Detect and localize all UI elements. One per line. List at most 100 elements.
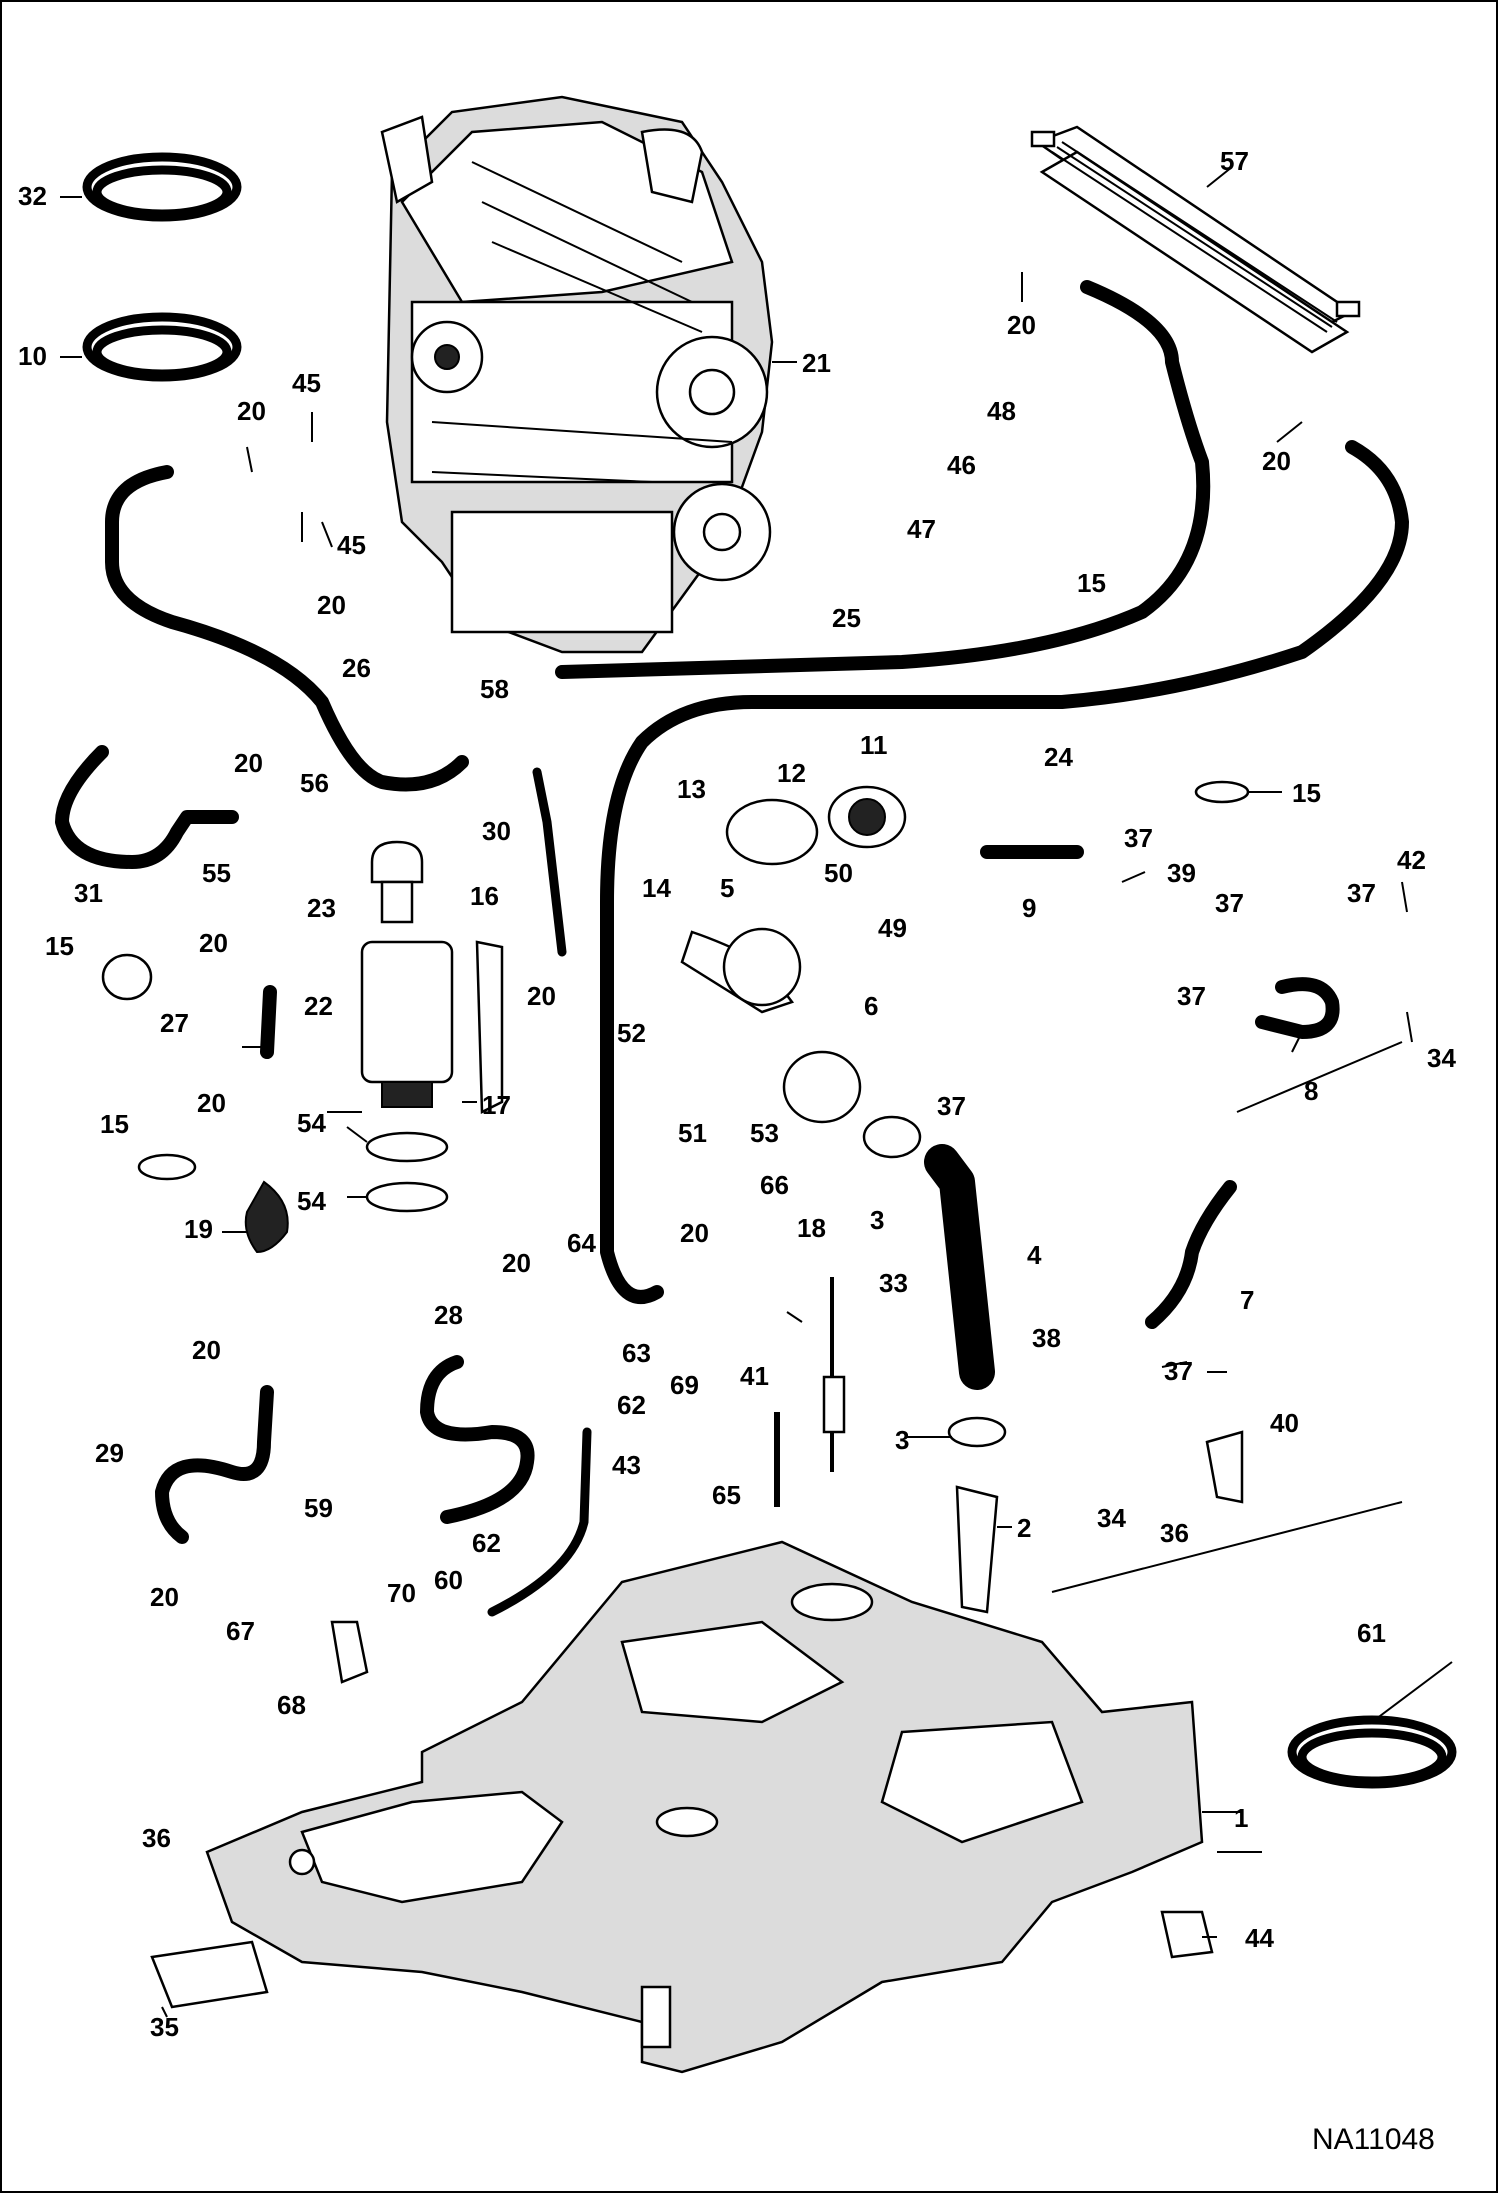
callout-37: 37 (1177, 981, 1206, 1011)
callout-20: 20 (192, 1335, 221, 1365)
callout-39: 39 (1167, 858, 1196, 888)
primer-bulb (244, 1180, 289, 1254)
callout-12: 12 (777, 758, 806, 788)
callout-20: 20 (150, 1582, 179, 1612)
callout-48: 48 (987, 396, 1016, 426)
callout-56: 56 (300, 768, 329, 798)
callout-47: 47 (907, 514, 936, 544)
callout-38: 38 (1032, 1323, 1061, 1353)
callout-42: 42 (1397, 845, 1426, 875)
callout-63: 63 (622, 1338, 651, 1368)
callout-36: 36 (142, 1823, 171, 1853)
fuel-cooler (1030, 125, 1361, 354)
callout-52: 52 (617, 1018, 646, 1048)
callout-14: 14 (642, 873, 671, 903)
sender-assembly (774, 1277, 1007, 1614)
callout-61: 61 (1357, 1618, 1386, 1648)
callout-59: 59 (304, 1493, 333, 1523)
callout-70: 70 (387, 1578, 416, 1608)
callout-41: 41 (740, 1361, 769, 1391)
callout-3: 3 (870, 1205, 884, 1235)
callout-13: 13 (677, 774, 706, 804)
callout-67: 67 (226, 1616, 255, 1646)
callout-69: 69 (670, 1370, 699, 1400)
callout-31: 31 (74, 878, 103, 908)
callout-20: 20 (199, 928, 228, 958)
callout-54: 54 (297, 1108, 326, 1138)
callout-62: 62 (472, 1528, 501, 1558)
callout-11: 11 (860, 730, 888, 760)
drawing-code: NA11048 (1312, 2123, 1435, 2156)
callout-35: 35 (150, 2012, 179, 2042)
callout-37: 37 (1164, 1356, 1193, 1386)
callout-64: 64 (567, 1228, 596, 1258)
callout-36: 36 (1160, 1518, 1189, 1548)
callout-20: 20 (317, 590, 346, 620)
callout-30: 30 (482, 816, 511, 846)
callout-57: 57 (1220, 146, 1249, 176)
callout-5: 5 (720, 873, 734, 903)
callout-37: 37 (937, 1091, 966, 1121)
callout-1: 1 (1234, 1803, 1248, 1833)
fuel-filter (360, 840, 504, 1213)
callout-33: 33 (879, 1268, 908, 1298)
callout-15: 15 (45, 931, 74, 961)
fuel-hoses (55, 280, 1409, 1617)
callout-20: 20 (234, 748, 263, 778)
fuel-tank (205, 1540, 1204, 2074)
callout-6: 6 (864, 991, 878, 1021)
callout-21: 21 (802, 348, 831, 378)
callout-55: 55 (202, 858, 231, 888)
callout-22: 22 (304, 991, 333, 1021)
callout-15: 15 (100, 1109, 129, 1139)
callout-37: 37 (1124, 823, 1153, 853)
callout-49: 49 (878, 913, 907, 943)
brackets (150, 1430, 1244, 2009)
callout-20: 20 (197, 1088, 226, 1118)
callout-10: 10 (18, 341, 47, 371)
callout-15: 15 (1292, 778, 1321, 808)
callout-20: 20 (527, 981, 556, 1011)
callout-45: 45 (292, 368, 321, 398)
callout-50: 50 (824, 858, 853, 888)
callout-32: 32 (18, 181, 47, 211)
callout-68: 68 (277, 1690, 306, 1720)
callout-53: 53 (750, 1118, 779, 1148)
engine (380, 95, 774, 654)
callout-37: 37 (1347, 878, 1376, 908)
callout-20: 20 (1007, 310, 1036, 340)
callout-17: 17 (482, 1090, 511, 1120)
callout-28: 28 (434, 1300, 463, 1330)
callout-labels: 32 10 57 20 21 45 20 45 20 48 46 47 15 2… (18, 146, 1456, 2042)
callout-66: 66 (760, 1170, 789, 1200)
callout-65: 65 (712, 1480, 741, 1510)
leader-lines (60, 166, 1453, 2018)
callout-25: 25 (832, 603, 861, 633)
callout-34: 34 (1097, 1503, 1126, 1533)
callout-20: 20 (1262, 446, 1291, 476)
callout-19: 19 (184, 1214, 213, 1244)
callout-2: 2 (1017, 1513, 1031, 1543)
callout-18: 18 (797, 1213, 826, 1243)
callout-44: 44 (1245, 1923, 1274, 1953)
callout-15: 15 (1077, 568, 1106, 598)
callout-7: 7 (1240, 1285, 1254, 1315)
callout-4: 4 (1027, 1240, 1042, 1270)
callout-24: 24 (1044, 742, 1073, 772)
callout-54: 54 (297, 1186, 326, 1216)
callout-62: 62 (617, 1390, 646, 1420)
callout-9: 9 (1022, 893, 1036, 923)
callout-20: 20 (680, 1218, 709, 1248)
filler-parts (680, 785, 922, 1159)
callout-45: 45 (337, 530, 366, 560)
callout-34: 34 (1427, 1043, 1456, 1073)
callout-58: 58 (480, 674, 509, 704)
callout-26: 26 (342, 653, 371, 683)
callout-60: 60 (434, 1565, 463, 1595)
callout-37: 37 (1215, 888, 1244, 918)
callout-20: 20 (237, 396, 266, 426)
callout-29: 29 (95, 1438, 124, 1468)
callout-23: 23 (307, 893, 336, 923)
